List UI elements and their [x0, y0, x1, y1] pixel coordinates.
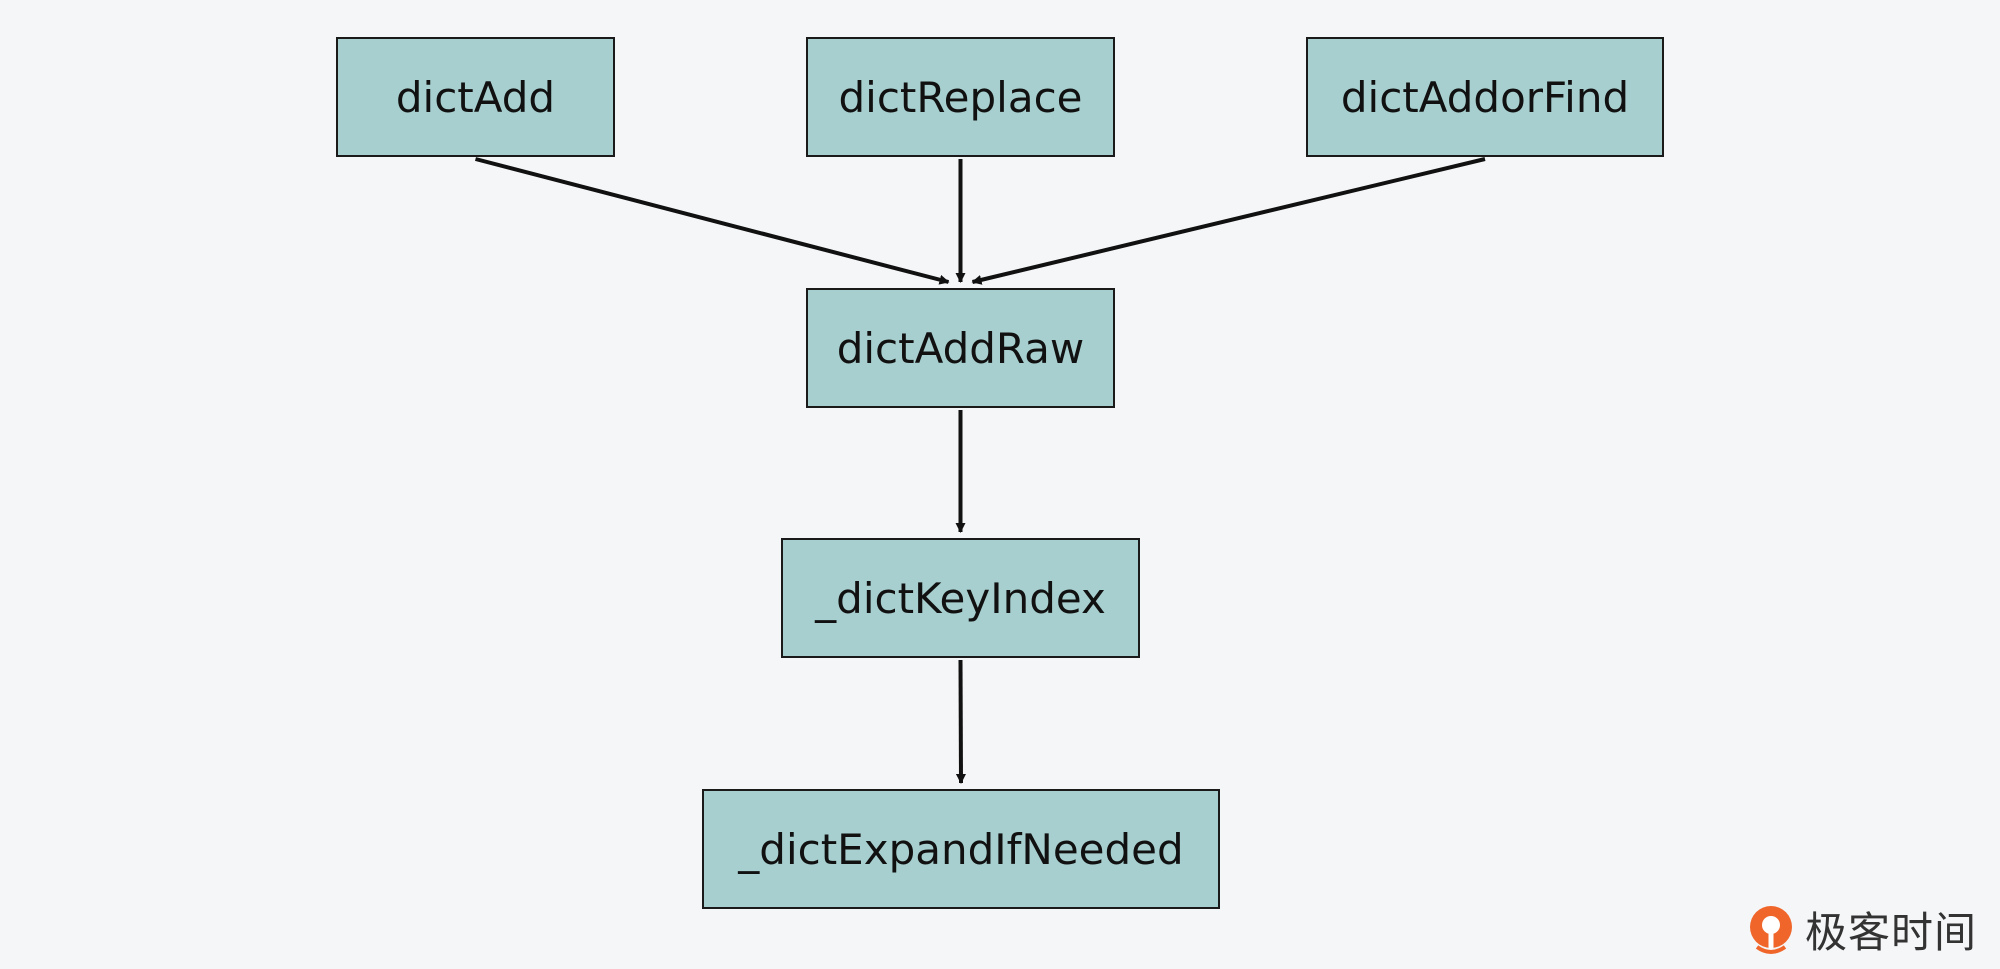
node-dictKeyIndex: _dictKeyIndex — [781, 538, 1140, 658]
watermark-text: 极客时间 — [1805, 907, 1978, 957]
node-dictReplace: dictReplace — [806, 37, 1115, 157]
node-dictAddorFind: dictAddorFind — [1306, 37, 1664, 157]
geektime-logo-icon — [1750, 906, 1792, 954]
node-dictAddRaw: dictAddRaw — [806, 288, 1115, 408]
edge-dictKeyIndex-to-dictExpandIfNeeded — [955, 659, 966, 784]
node-dictExpandIfNeeded: _dictExpandIfNeeded — [702, 789, 1220, 909]
node-dictAdd: dictAdd — [336, 37, 615, 157]
edge-dictAdd-to-dictAddRaw — [474, 157, 950, 285]
watermark: 极客时间 — [1745, 899, 1977, 959]
edge-dictAddorFind-to-dictAddRaw — [971, 157, 1486, 285]
